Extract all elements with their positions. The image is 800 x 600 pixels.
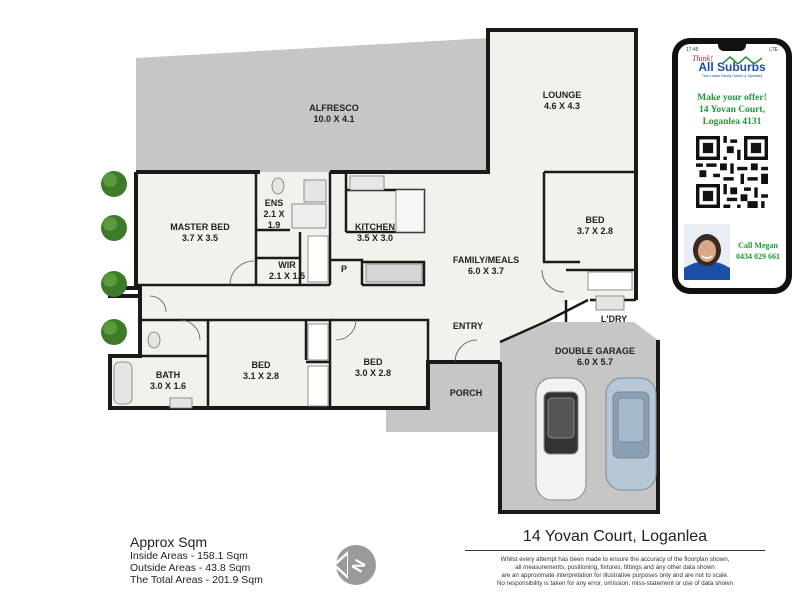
room-dim: 3.7 X 2.8: [576, 226, 614, 236]
disclaimer: Whilst every attempt has been made to en…: [465, 556, 765, 588]
room-name: FAMILY/MEALS: [452, 255, 520, 265]
outer-walls: [108, 28, 660, 514]
area-total: The Total Areas - 201.9 Sqm: [130, 574, 263, 586]
room-bed-right: BED 3.7 X 2.8: [560, 215, 630, 237]
fixtures: [113, 175, 633, 409]
room-dim: 3.5 X 3.0: [356, 233, 394, 243]
brand-logo: Think! All Suburbs True Locals Family Ow…: [678, 54, 786, 78]
room-name: BED: [585, 215, 605, 225]
room-dim: 3.0 X 2.8: [354, 368, 392, 378]
area-heading: Approx Sqm: [130, 534, 208, 550]
area-outside: Outside Areas - 43.8 Sqm: [130, 562, 251, 574]
disclaimer-line: No responsibility is taken for any error…: [497, 580, 733, 587]
room-dim: 10.0 X 4.1: [313, 114, 355, 124]
room-name: ENS: [264, 198, 284, 208]
room-name: ALFRESCO: [309, 103, 359, 113]
room-name: PORCH: [449, 388, 483, 398]
qr-code-icon[interactable]: [696, 136, 768, 208]
phone-status-bar: 17:45 LTE: [686, 47, 778, 53]
interior-floor: [110, 30, 636, 408]
phone-screen: 17:45 LTE Think! All Suburbs True Locals…: [678, 44, 786, 288]
room-porch: PORCH: [436, 388, 496, 399]
room-dim: 3.1 X 2.8: [242, 371, 280, 381]
roof-icon: [722, 56, 762, 64]
brand-name: All Suburbs: [698, 60, 766, 74]
room-dim: 2.1 X: [263, 209, 285, 219]
area-summary: Approx Sqm Inside Areas - 158.1 Sqm Outs…: [130, 534, 263, 586]
call-name: Call Megan: [738, 241, 778, 250]
alfresco-area: [136, 38, 488, 172]
room-dim: 6.0 X 3.7: [467, 266, 505, 276]
room-entry: ENTRY: [438, 321, 498, 332]
agent-ad-phone: 17:45 LTE Think! All Suburbs True Locals…: [672, 38, 792, 294]
room-dim: 2.1 X 1.5: [268, 271, 306, 281]
room-alfresco: ALFRESCO 10.0 X 4.1: [284, 103, 384, 125]
room-dim: 6.0 X 5.7: [576, 357, 614, 367]
room-laundry: L'DRY: [592, 314, 636, 325]
room-name: BATH: [155, 370, 181, 380]
room-kitchen: KITCHEN 3.5 X 3.0: [330, 222, 420, 244]
brand-think: Think!: [692, 54, 713, 63]
room-wir: WIR 2.1 X 1.5: [252, 260, 322, 282]
offer-text: Make your offer! 14 Yovan Court, Loganle…: [678, 92, 786, 128]
tree-icons: [101, 171, 127, 345]
door-swings: [149, 260, 565, 363]
room-dim: 4.6 X 4.3: [543, 101, 581, 111]
room-name: BED: [251, 360, 271, 370]
room-name: BED: [363, 357, 383, 367]
phone-notch: [718, 44, 746, 51]
room-bed-b: BED 3.0 X 2.8: [338, 357, 408, 379]
brand-tagline: True Locals Family Owned & Operated: [701, 74, 763, 78]
call-agent: Call Megan 0434 029 661: [730, 240, 786, 262]
disclaimer-line: are an approximate interpretation for il…: [501, 572, 729, 579]
disclaimer-line: all measurements, positioning, fixtures,…: [515, 564, 715, 571]
room-dim: 3.7 X 3.5: [181, 233, 219, 243]
room-name: P: [340, 264, 347, 274]
property-address: 14 Yovan Court, Loganlea: [522, 528, 708, 545]
interior-walls: [136, 170, 636, 408]
room-name: KITCHEN: [355, 222, 395, 232]
north-compass-icon: N: [332, 545, 376, 585]
room-garage: DOUBLE GARAGE 6.0 X 5.7: [540, 346, 650, 368]
room-name: MASTER BED: [170, 222, 230, 232]
agent-photo: [684, 224, 730, 280]
room-bath: BATH 3.0 X 1.6: [136, 370, 200, 392]
offer-line-1: Make your offer!: [697, 93, 767, 103]
car-blue: [605, 377, 657, 491]
disclaimer-line: Whilst every attempt has been made to en…: [500, 556, 730, 563]
offer-line-2: 14 Yovan Court,: [699, 105, 765, 115]
room-dim: 1.9: [267, 220, 281, 230]
room-name: L'DRY: [600, 314, 628, 324]
room-ens: ENS 2.1 X 1.9: [254, 198, 294, 231]
room-bed-a: BED 3.1 X 2.8: [226, 360, 296, 382]
status-time: 17:45: [686, 47, 699, 53]
room-master-bed: MASTER BED 3.7 X 3.5: [150, 222, 250, 244]
room-name: ENTRY: [452, 321, 484, 331]
car-white: [535, 377, 587, 501]
call-phone[interactable]: 0434 029 661: [736, 252, 780, 261]
room-pantry: P: [336, 264, 352, 275]
room-lounge: LOUNGE 4.6 X 4.3: [512, 90, 612, 112]
status-signal: LTE: [769, 47, 778, 53]
room-family: FAMILY/MEALS 6.0 X 3.7: [436, 255, 536, 277]
room-dim: 3.0 X 1.6: [149, 381, 187, 391]
area-inside: Inside Areas - 158.1 Sqm: [130, 550, 248, 562]
room-name: LOUNGE: [542, 90, 582, 100]
room-name: DOUBLE GARAGE: [554, 346, 635, 356]
address-divider: [465, 550, 765, 551]
room-name: WIR: [278, 260, 296, 270]
offer-line-3: Loganlea 4131: [702, 117, 762, 127]
